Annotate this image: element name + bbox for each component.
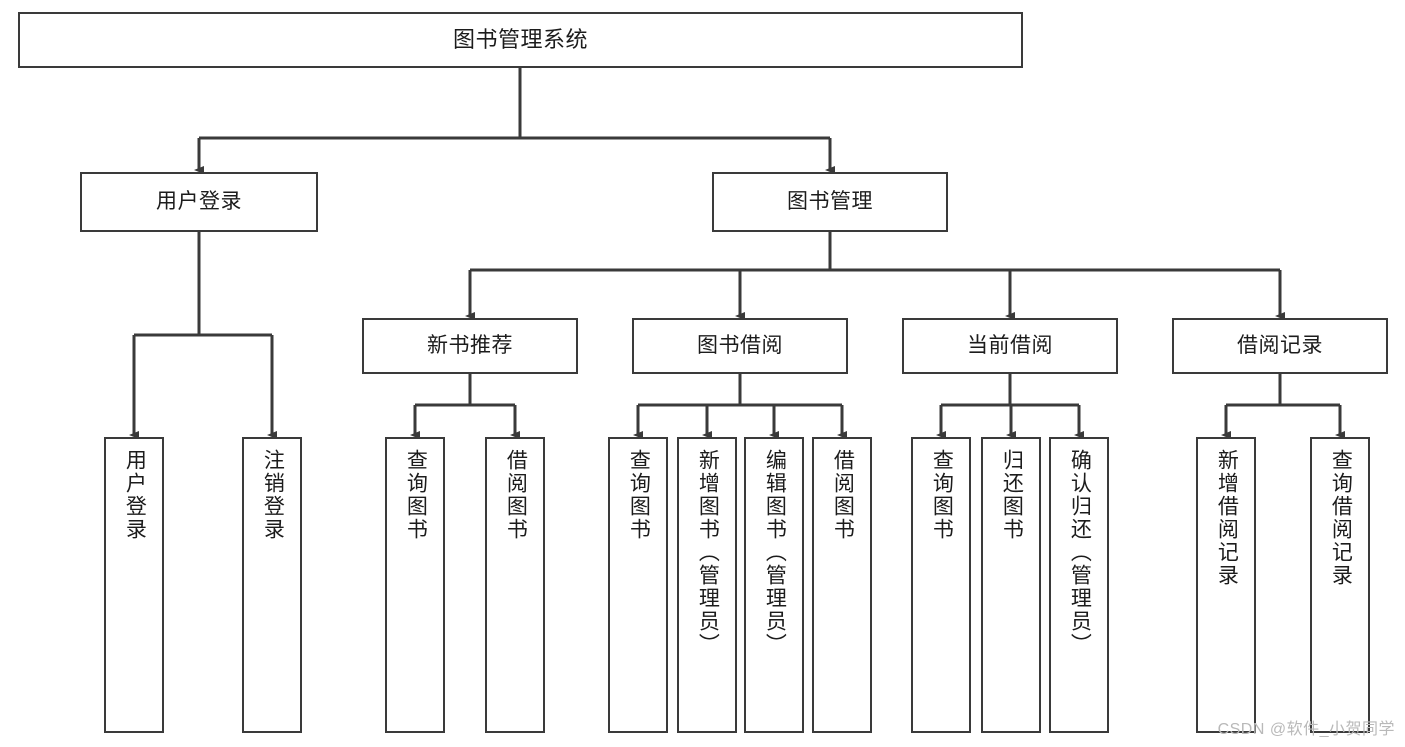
node-new-book-recommend[interactable]: 新书推荐 [362, 318, 578, 374]
watermark: CSDN @软件_小贺同学 [1217, 721, 1395, 738]
node-book-manage[interactable]: 图书管理 [712, 172, 948, 232]
node-book-borrow[interactable]: 图书借阅 [632, 318, 848, 374]
node-label: 确认归还（管理员） [1068, 449, 1092, 656]
node-leaf-borrow-book-2[interactable]: 借阅图书 [812, 437, 872, 733]
node-label: 图书借阅 [697, 333, 783, 357]
node-label: 借阅记录 [1237, 333, 1323, 357]
node-leaf-query-book-2[interactable]: 查询图书 [608, 437, 668, 733]
node-label: 新书推荐 [427, 333, 513, 357]
node-leaf-add-borrow-record[interactable]: 新增借阅记录 [1196, 437, 1256, 733]
edge-paths [129, 68, 1345, 439]
node-label: 注销登录 [261, 449, 285, 541]
node-borrow-record[interactable]: 借阅记录 [1172, 318, 1388, 374]
node-label: 查询图书 [627, 449, 651, 541]
node-leaf-borrow-book-1[interactable]: 借阅图书 [485, 437, 545, 733]
node-leaf-user-logout[interactable]: 注销登录 [242, 437, 302, 733]
node-user-login[interactable]: 用户登录 [80, 172, 318, 232]
node-label: 查询借阅记录 [1329, 449, 1353, 587]
node-label: 借阅图书 [504, 449, 528, 541]
node-label: 编辑图书（管理员） [763, 449, 787, 656]
node-leaf-add-book[interactable]: 新增图书（管理员） [677, 437, 737, 733]
node-leaf-query-book-3[interactable]: 查询图书 [911, 437, 971, 733]
node-leaf-edit-book[interactable]: 编辑图书（管理员） [744, 437, 804, 733]
node-leaf-query-book-1[interactable]: 查询图书 [385, 437, 445, 733]
node-current-borrow[interactable]: 当前借阅 [902, 318, 1118, 374]
node-leaf-return-book[interactable]: 归还图书 [981, 437, 1041, 733]
node-leaf-confirm-return[interactable]: 确认归还（管理员） [1049, 437, 1109, 733]
node-label: 新增借阅记录 [1215, 449, 1239, 587]
node-label: 当前借阅 [967, 333, 1053, 357]
node-root[interactable]: 图书管理系统 [18, 12, 1023, 68]
node-label: 图书管理 [787, 189, 873, 213]
node-label: 借阅图书 [831, 449, 855, 541]
node-label: 图书管理系统 [452, 27, 588, 53]
node-label: 新增图书（管理员） [696, 449, 720, 656]
node-leaf-query-borrow-record[interactable]: 查询借阅记录 [1310, 437, 1370, 733]
node-label: 用户登录 [156, 189, 242, 213]
node-label: 用户登录 [123, 449, 147, 541]
node-leaf-user-login[interactable]: 用户登录 [104, 437, 164, 733]
node-label: 归还图书 [1000, 449, 1024, 541]
node-label: 查询图书 [404, 449, 428, 541]
node-label: 查询图书 [930, 449, 954, 541]
